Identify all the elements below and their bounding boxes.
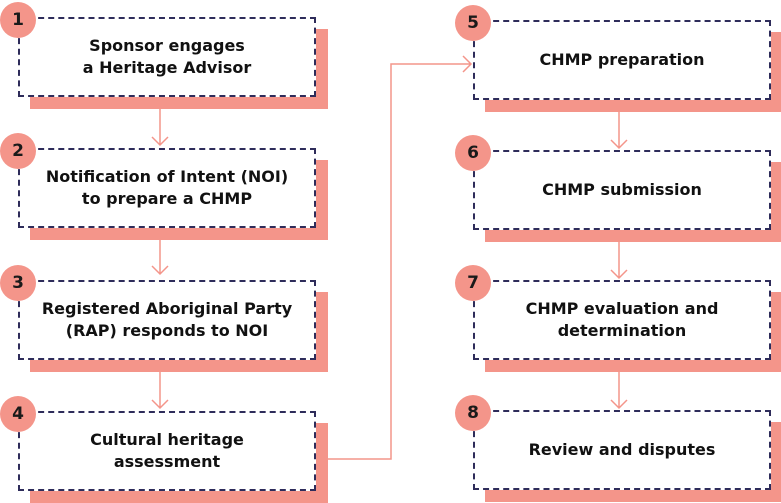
step-label: CHMP preparation [539,50,705,69]
step-box: CHMP submission [473,150,771,230]
step-label: Notification of Intent (NOI) to prepare … [45,167,289,208]
step-label: CHMP submission [542,180,702,199]
step-label: Registered Aboriginal Party (RAP) respon… [41,299,293,340]
step-8: Review and disputes 8 [455,395,781,502]
step-number-badge: 5 [455,5,491,41]
step-label: Review and disputes [528,440,716,459]
step-2: Notification of Intent (NOI) to prepare … [0,133,328,240]
step-box: CHMP evaluation and determination [473,280,771,360]
step-box: CHMP preparation [473,20,771,100]
step-1: Sponsor engages a Heritage Advisor 1 [0,2,328,109]
step-box: Review and disputes [473,410,771,490]
step-box: Sponsor engages a Heritage Advisor [18,17,316,97]
step-number-badge: 8 [455,395,491,431]
step-5: CHMP preparation 5 [455,5,781,112]
step-label: Cultural heritage assessment [90,430,244,471]
step-number-badge: 2 [0,133,36,169]
step-number-badge: 7 [455,265,491,301]
step-6: CHMP submission 6 [455,135,781,242]
step-4: Cultural heritage assessment 4 [0,396,328,503]
step-label: Sponsor engages a Heritage Advisor [82,36,252,77]
step-number-badge: 4 [0,396,36,432]
step-label: CHMP evaluation and determination [525,299,719,340]
step-number-badge: 1 [0,2,36,38]
arrow-4-to-5 [327,55,473,460]
step-7: CHMP evaluation and determination 7 [455,265,781,372]
step-number-badge: 3 [0,265,36,301]
step-3: Registered Aboriginal Party (RAP) respon… [0,265,328,372]
step-box: Registered Aboriginal Party (RAP) respon… [18,280,316,360]
step-box: Notification of Intent (NOI) to prepare … [18,148,316,228]
step-number-badge: 6 [455,135,491,171]
step-box: Cultural heritage assessment [18,411,316,491]
